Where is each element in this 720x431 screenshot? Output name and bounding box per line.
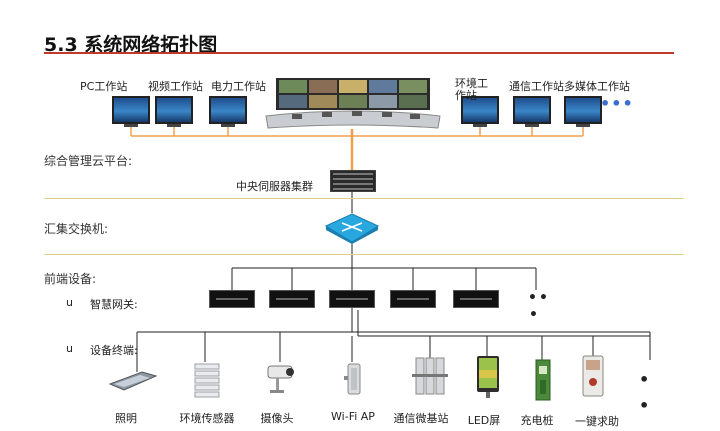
device-label: LED屏	[467, 414, 501, 427]
more-devices-dot: •	[639, 370, 650, 389]
monitor-icon	[461, 96, 499, 127]
monitor-icon	[155, 96, 193, 127]
device-label: Wi-Fi AP	[331, 410, 375, 423]
camera-icon	[267, 365, 294, 393]
more-gateways-dot: •	[529, 307, 538, 323]
section-front-label: 前端设备:	[44, 272, 97, 286]
more-devices-dot: •	[639, 396, 650, 415]
workstation-label: PC工作站	[80, 80, 128, 93]
wifi-ap-icon	[344, 363, 361, 395]
video-wall-console-icon	[265, 78, 441, 129]
bullet-marker: u	[66, 296, 73, 309]
terminal-label: 设备终端:	[90, 344, 138, 357]
page-title: 5.3 系统网络拓扑图	[44, 34, 218, 56]
device-label: 照明	[115, 412, 137, 425]
more-workstations-dots: •••	[600, 94, 634, 113]
black-links	[136, 190, 651, 372]
device-label: 充电桩	[520, 414, 554, 427]
gateway-label: 智慧网关:	[90, 298, 138, 311]
monitor-icon	[564, 96, 602, 127]
small-base-station-icon	[412, 357, 448, 395]
switch-icon	[324, 213, 380, 244]
server-cluster-label: 中央伺服器集群	[236, 180, 313, 193]
monitor-icon	[112, 96, 150, 127]
workstation-label: 电力工作站	[211, 80, 266, 93]
server-rack-icon	[330, 170, 376, 192]
section-divider	[44, 198, 684, 199]
workstation-label: 环境工作站	[455, 77, 488, 102]
gateway-device-icon	[329, 290, 375, 308]
led-screen-icon	[477, 356, 499, 398]
device-label: 一键求助	[575, 415, 619, 428]
charging-pile-icon	[535, 359, 551, 401]
workstation-label: 多媒体工作站	[564, 80, 630, 93]
monitor-icon	[513, 96, 551, 127]
gateway-device-icon	[269, 290, 315, 308]
section-switch-label: 汇集交换机:	[44, 222, 109, 236]
emergency-call-icon	[582, 355, 604, 397]
more-gateways-dots: ••	[528, 290, 550, 306]
orange-links	[130, 127, 584, 172]
bullet-marker: u	[66, 342, 73, 355]
device-label: 环境传感器	[179, 412, 235, 425]
street-light-icon	[108, 371, 158, 391]
workstation-label: 通信工作站	[509, 80, 564, 93]
monitor-icon	[209, 96, 247, 127]
device-label: 通信微基站	[393, 412, 449, 425]
section-divider	[44, 254, 684, 255]
gateway-device-icon	[390, 290, 436, 308]
section-cloud-label: 综合管理云平台:	[44, 154, 133, 168]
title-underline	[44, 52, 674, 54]
gateway-device-icon	[453, 290, 499, 308]
env-sensor-icon	[194, 363, 220, 398]
gateway-device-icon	[209, 290, 255, 308]
workstation-label: 视频工作站	[148, 80, 203, 93]
device-label: 摄像头	[260, 412, 294, 425]
